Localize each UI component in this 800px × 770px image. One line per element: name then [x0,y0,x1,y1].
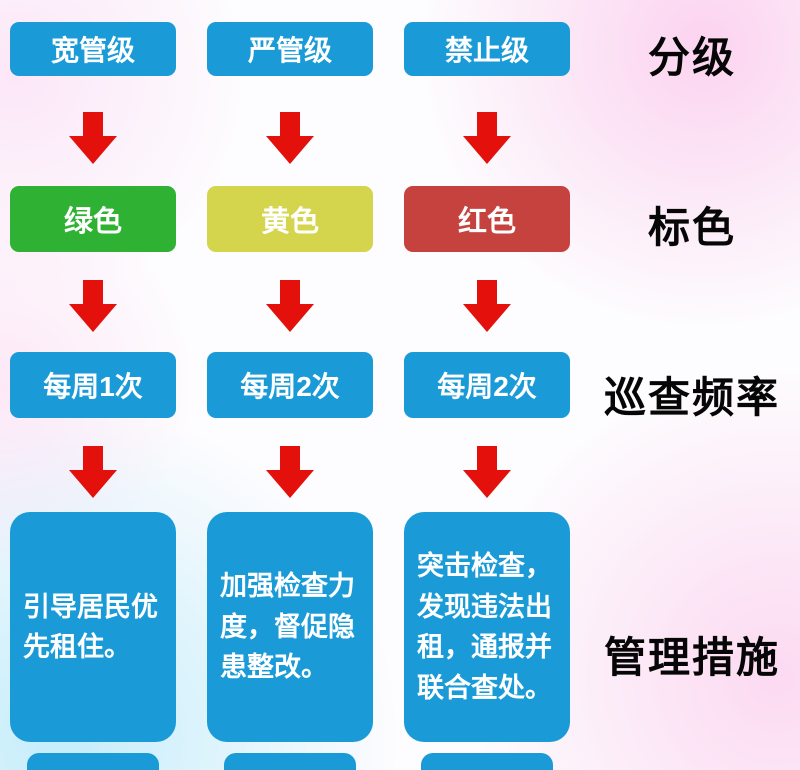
partial-box [224,753,356,770]
level-label: 宽管级 [50,35,135,66]
color-label: 绿色 [63,206,122,238]
color-label: 黄色 [260,206,319,238]
row-label-grading: 分级 [647,36,736,82]
color-box-green: 绿色 [10,186,176,252]
down-arrow-icon [262,446,318,498]
down-arrow-icon [459,446,515,498]
color-label: 红色 [457,206,516,238]
level-label: 禁止级 [444,35,529,66]
measure-text: 加强检查力度，督促隐患整改。 [220,571,355,683]
frequency-label: 每周2次 [437,371,537,402]
level-box-forbidden: 禁止级 [404,22,570,76]
frequency-label: 每周1次 [43,371,143,402]
partial-box [421,753,553,770]
down-arrow-icon [262,280,318,332]
down-arrow-icon [65,112,121,164]
frequency-box: 每周2次 [404,352,570,418]
down-arrow-icon [65,280,121,332]
measure-box: 加强检查力度，督促隐患整改。 [207,512,373,742]
measure-box: 突击检查，发现违法出租，通报并联合查处。 [404,512,570,742]
down-arrow-icon [459,280,515,332]
row-label-measures: 管理措施 [603,636,780,682]
color-box-yellow: 黄色 [207,186,373,252]
level-box-lenient: 宽管级 [10,22,176,76]
down-arrow-icon [459,112,515,164]
measure-text: 引导居民优先租住。 [23,591,158,663]
level-label: 严管级 [247,35,332,66]
measure-box: 引导居民优先租住。 [10,512,176,742]
row-label-coloring: 标色 [647,206,736,252]
row-label-frequency: 巡查频率 [603,376,780,422]
frequency-label: 每周2次 [240,371,340,402]
level-box-strict: 严管级 [207,22,373,76]
down-arrow-icon [262,112,318,164]
down-arrow-icon [65,446,121,498]
frequency-box: 每周1次 [10,352,176,418]
partial-box [27,753,159,770]
color-box-red: 红色 [404,186,570,252]
frequency-box: 每周2次 [207,352,373,418]
measure-text: 突击检查，发现违法出租，通报并联合查处。 [417,551,552,703]
